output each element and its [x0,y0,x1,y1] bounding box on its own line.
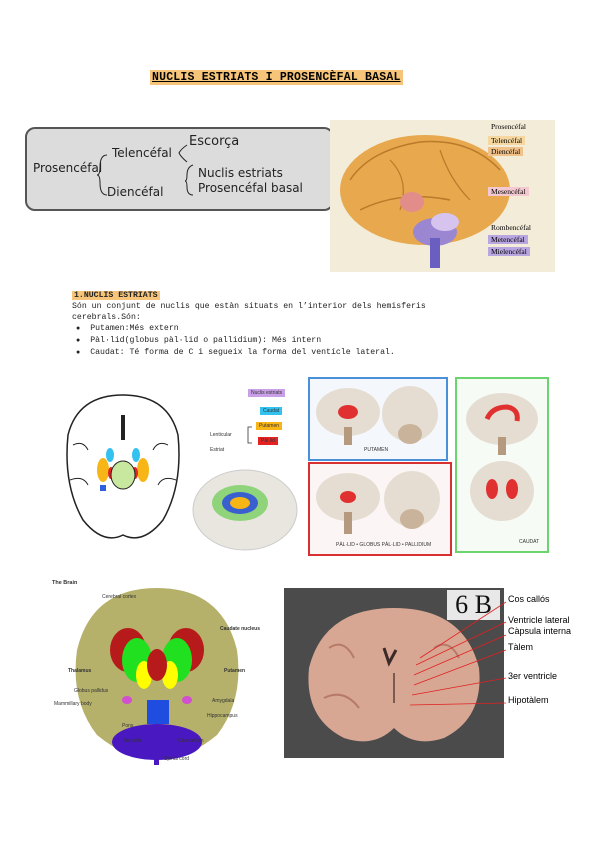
label-globus-pallidus: Globus pallidus [74,688,109,694]
pallid-panel: PÀL·LID • GLOBUS PÀL·LID • PALLIDIUM [308,462,452,556]
section-intro: Són un conjunt de nuclis que estàn situa… [72,302,426,322]
legend-caudat: Caudat [260,407,283,415]
head-3d-drawing [192,426,298,551]
label-cos-callos: Cos callós [508,594,550,604]
bullet-caudat: Caudat: Té forma de C i segueix la forma… [72,347,492,359]
nuclei-legend-figure: Nuclis estriats Caudat Putamen Pàl·lid L… [190,385,308,555]
label-mesencefal: Mesencéfal [488,187,529,196]
brain-slice-photo: 6 B [284,588,504,758]
label-cerebral-cortex: Cerebral cortex [102,594,137,600]
label-mielencefal: Mielencéfal [488,247,530,256]
label-prosencefal: Prosencéfal [491,122,526,131]
label-caudate-nucleus: Caudate nucleus [220,626,261,632]
label-metencefal: Metencéfal [488,235,528,244]
putamen-drawing [316,386,438,445]
nuclis-estriats-section: 1.NUCLIS ESTRIATS Són un conjunt de nucl… [72,290,492,359]
caption-putamen: PUTAMEN [364,447,389,453]
label-rombencefal: Rombencéfal [491,223,531,232]
label-putamen: Putamen [224,668,246,674]
brain-illustration [340,135,510,268]
label-diencefal: Diencéfal [488,147,524,156]
bullet-putamen: Putamen:Més extern [72,323,492,335]
label-estriat: Estriat [210,447,225,453]
diagram-leaf-basal: Prosencéfal basal [198,181,303,195]
the-brain-figure: The Brain Cerebral cortex Caudate nucleu… [52,580,267,765]
label-mammillary-body: Mammillary body [54,701,92,707]
coronal-drawing [66,394,180,539]
label-ventricle-lateral: Ventricle lateral [508,615,570,625]
label-pons: Pons [122,723,134,729]
diagram-branch-diencefal: Diencéfal [107,185,164,199]
label-hippocampus: Hippocampus [207,713,238,719]
legend-estriats: Nuclis estriats [248,389,286,397]
photo-badge: 6 B [447,590,500,620]
diagram-root: Prosencéfal [33,161,103,175]
diagram-leaf-nuclis: Nuclis estriats [198,166,283,180]
label-hipotalem: Hipotàlem [508,695,549,705]
label-medulla: Medulla [124,738,142,744]
label-telencefal: Telencéfal [488,136,526,145]
prosencephalon-diagram: Prosencéfal Telencéfal Diencéfal Escorça… [25,127,334,211]
caudat-panel: CAUDAT [455,377,549,553]
label-3er-ventricle: 3er ventricle [508,671,558,681]
diagram-branch-telencefal: Telencéfal [112,146,172,160]
label-thalamus: Thalamus [68,668,92,674]
bullet-pallid: Pàl·lid(globus pàl·lid o pallidium): Més… [72,335,492,347]
label-talem: Tàlem [508,642,534,652]
brain-coronal-drawing [75,588,239,765]
putamen-panel: PUTAMEN [308,377,448,461]
photo-pointer-lines [409,601,507,706]
legend-putamen: Putamen [256,422,283,430]
caudat-drawing [466,393,538,521]
label-cerebellum: Cerebellum [178,738,204,744]
pallid-drawing [316,471,440,534]
label-lenticular: Lenticular [210,432,232,438]
section-heading: 1.NUCLIS ESTRIATS [72,291,160,300]
diagram-brackets [96,144,194,196]
label-capsula-interna: Càpsula interna [508,626,572,636]
page-title: NUCLIS ESTRIATS I PROSENCÈFAL BASAL [150,70,403,85]
brain-regions-figure: Prosencéfal Telencéfal Diencéfal Mesencé… [330,120,555,272]
brain-slice-drawing [308,608,480,742]
label-amygdala: Amygdala [212,698,235,704]
legend-pallid: Pàl·lid [258,437,278,445]
label-spinal-cord: Spinal cord [164,756,190,762]
diagram-leaf-escorca: Escorça [189,134,240,149]
brain-figure-header: The Brain [52,580,78,586]
coronal-section-figure [58,385,188,550]
caption-caudat: CAUDAT [519,539,540,545]
caption-pallid: PÀL·LID • GLOBUS PÀL·LID • PALLIDIUM [336,542,432,548]
